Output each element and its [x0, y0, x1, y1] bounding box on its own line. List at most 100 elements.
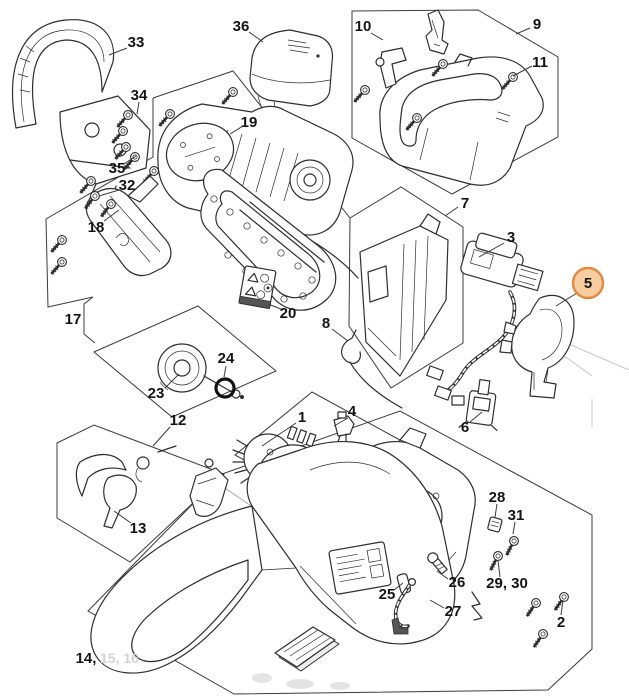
part-label-6[interactable]: 6 — [461, 411, 483, 436]
part-number[interactable]: 9 — [533, 16, 541, 33]
sensor-4 — [333, 411, 355, 443]
screw — [217, 84, 241, 109]
part-label-36[interactable]: 36 — [233, 18, 264, 43]
part-number[interactable]: 33 — [128, 34, 145, 51]
part-number[interactable]: 12 — [170, 412, 187, 429]
part-number[interactable]: 20 — [280, 305, 297, 322]
part-number[interactable]: 13 — [130, 520, 147, 537]
part-number[interactable]: 6 — [461, 419, 469, 436]
oil-parts-25-26-27 — [391, 552, 448, 635]
screw-2 — [521, 595, 544, 620]
part-label-27[interactable]: 27 — [429, 599, 462, 620]
part-label-31[interactable]: 31 — [508, 507, 525, 535]
shroud-9 — [379, 53, 544, 186]
o-ring-24 — [214, 377, 236, 399]
part-label-14[interactable]: 14,15, 16 — [76, 650, 140, 667]
part-number[interactable]: 14, — [76, 650, 97, 667]
part-label-35[interactable]: 35 — [109, 155, 137, 177]
part-number[interactable]: 25 — [379, 586, 396, 603]
part-number[interactable]: 34 — [131, 87, 148, 104]
leader-line — [555, 292, 578, 307]
part-label-11[interactable]: 11 — [512, 54, 548, 77]
leader-line — [333, 417, 349, 427]
leader-line — [164, 373, 180, 389]
part-number[interactable]: 10 — [355, 18, 372, 35]
part-number[interactable]: 17 — [65, 311, 82, 328]
screw — [46, 254, 70, 279]
leader-line — [429, 599, 445, 609]
part-number[interactable]: 4 — [348, 403, 357, 420]
leader-line — [444, 206, 459, 217]
part-number[interactable]: 29, 30 — [486, 575, 528, 592]
leader-line — [136, 101, 140, 115]
part-label-29-30[interactable]: 29, 30 — [486, 560, 528, 592]
part-label-28[interactable]: 28 — [489, 489, 506, 518]
part-number[interactable]: 32 — [119, 177, 136, 194]
part-label-10[interactable]: 10 — [355, 18, 384, 41]
part-number[interactable]: 19 — [241, 114, 258, 131]
leader-line — [436, 570, 449, 580]
part-label-23[interactable]: 23 — [148, 373, 180, 402]
part-label-25[interactable]: 25 — [379, 582, 404, 603]
air-housing-7 — [359, 213, 449, 377]
screw-29-30 — [485, 548, 506, 574]
highlight-circle[interactable] — [571, 266, 605, 300]
part-number[interactable]: 36 — [233, 18, 250, 35]
part-label-32[interactable]: 32 — [98, 177, 136, 197]
switch-6 — [458, 378, 498, 432]
part-label-2[interactable]: 2 — [557, 599, 565, 631]
latch-parts-10 — [375, 9, 449, 89]
clutch-drum-23 — [157, 343, 244, 399]
part-label-18[interactable]: 18 — [88, 209, 120, 236]
part-number[interactable]: 11 — [532, 54, 548, 71]
part-number-faint: 15, 16 — [100, 650, 139, 666]
part-number[interactable]: 1 — [298, 409, 306, 426]
part-label-1[interactable]: 1 — [261, 409, 306, 447]
part-number[interactable]: 18 — [88, 219, 105, 236]
leader-line — [393, 582, 404, 591]
part-label-13[interactable]: 13 — [113, 510, 147, 537]
leader-line — [512, 65, 533, 77]
part-number[interactable]: 27 — [445, 603, 462, 620]
leader-line — [261, 422, 297, 447]
part-label-19[interactable]: 19 — [229, 114, 258, 135]
leader-line — [478, 242, 505, 258]
part-label-9[interactable]: 9 — [515, 16, 541, 35]
part-number[interactable]: 31 — [508, 507, 525, 524]
leader-line — [103, 209, 120, 222]
part-label-34[interactable]: 34 — [131, 87, 148, 115]
group-box-23 — [93, 305, 277, 418]
leader-line — [108, 47, 128, 56]
part-number[interactable]: 35 — [109, 160, 126, 177]
part-number[interactable]: 5 — [584, 275, 592, 292]
group-box-7 — [348, 186, 464, 389]
artwork-layer — [12, 9, 575, 690]
part-label-24[interactable]: 24 — [218, 350, 235, 378]
part-label-8[interactable]: 8 — [322, 315, 349, 342]
handle-molding-5 — [499, 294, 575, 399]
leader-line — [512, 521, 516, 535]
part-label-4[interactable]: 4 — [333, 403, 357, 427]
part-label-12[interactable]: 12 — [152, 412, 187, 447]
part-number[interactable]: 8 — [322, 315, 330, 332]
part-label-3[interactable]: 3 — [478, 229, 515, 258]
part-number[interactable]: 26 — [449, 574, 466, 591]
part-number[interactable]: 28 — [489, 489, 506, 506]
screw-2 — [549, 589, 572, 614]
part-label-5[interactable]: 5 — [555, 266, 605, 307]
part-label-17[interactable]: 17 — [65, 311, 82, 328]
part-number[interactable]: 3 — [507, 229, 515, 246]
leader-line — [98, 189, 120, 197]
part-number[interactable]: 2 — [557, 614, 565, 631]
part-number[interactable]: 23 — [148, 385, 165, 402]
leader-line — [113, 510, 132, 524]
leader-line — [497, 560, 501, 578]
part-number[interactable]: 7 — [461, 195, 469, 212]
faded-print — [252, 673, 350, 690]
part-label-7[interactable]: 7 — [444, 195, 469, 217]
part-number[interactable]: 24 — [218, 350, 235, 367]
part-label-20[interactable]: 20 — [267, 303, 297, 322]
leader-line — [560, 599, 564, 616]
part-label-33[interactable]: 33 — [108, 34, 145, 56]
part-label-26[interactable]: 26 — [436, 570, 466, 591]
